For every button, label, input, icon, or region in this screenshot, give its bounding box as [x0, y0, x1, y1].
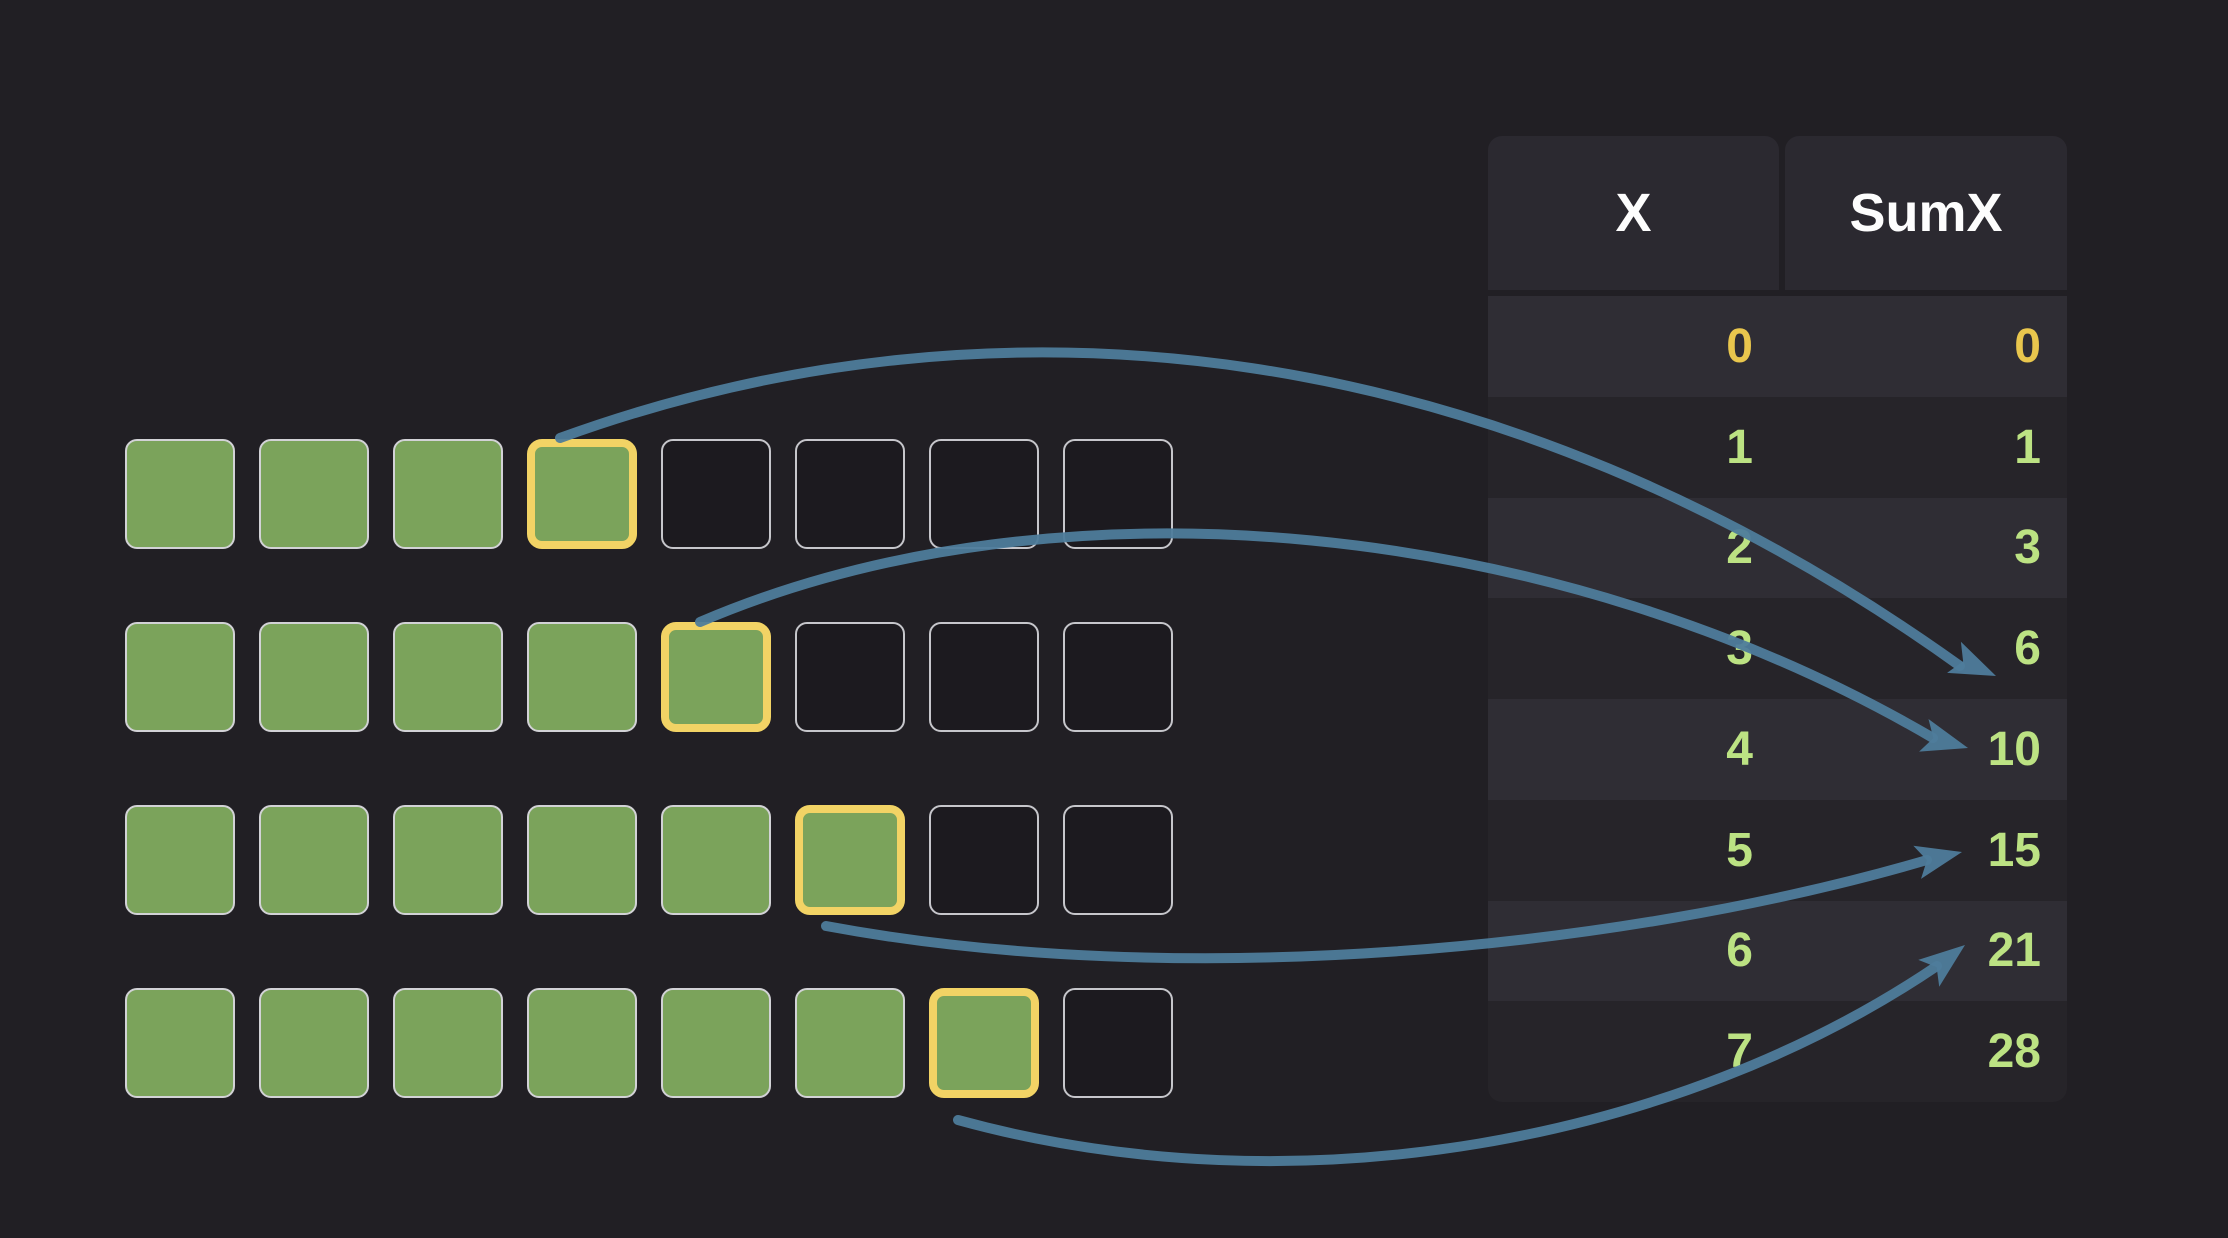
grid-square-filled	[393, 622, 503, 732]
grid-square-empty	[929, 622, 1039, 732]
grid-square-filled	[259, 805, 369, 915]
grid-square-empty	[929, 805, 1039, 915]
grid-square-empty	[661, 439, 771, 549]
table-row: 6 21	[1488, 900, 2067, 1002]
blocks-row	[125, 622, 1173, 732]
grid-square-filled	[125, 622, 235, 732]
blocks-row	[125, 439, 1173, 549]
grid-square-filled	[125, 988, 235, 1098]
sumx-value-cell: 28	[1987, 1025, 2041, 1079]
sumx-value-cell: 15	[1987, 823, 2041, 877]
x-value-cell: 2	[1726, 521, 1753, 575]
grid-square-filled	[661, 805, 771, 915]
x-value-cell: 5	[1726, 823, 1753, 877]
x-value-cell: 0	[1726, 319, 1753, 373]
grid-square-filled	[527, 622, 637, 732]
grid-square-filled	[527, 805, 637, 915]
x-value-cell: 4	[1726, 722, 1753, 776]
grid-square-highlighted	[795, 805, 905, 915]
grid-square-filled	[393, 988, 503, 1098]
sumx-value-cell: 21	[1987, 924, 2041, 978]
grid-square-empty	[795, 439, 905, 549]
table-row: 4 10	[1488, 699, 2067, 800]
grid-square-filled	[661, 988, 771, 1098]
sumx-value-cell: 10	[1987, 722, 2041, 776]
x-value-cell: 7	[1726, 1025, 1753, 1079]
grid-square-filled	[259, 622, 369, 732]
grid-square-filled	[527, 988, 637, 1098]
grid-square-filled	[125, 805, 235, 915]
grid-square-highlighted	[661, 622, 771, 732]
column-header-x: X	[1488, 136, 1779, 290]
grid-square-highlighted	[929, 988, 1039, 1098]
grid-square-filled	[393, 805, 503, 915]
x-value-cell: 1	[1726, 420, 1753, 474]
grid-square-filled	[259, 439, 369, 549]
table-header-row: X SumX	[1488, 136, 2067, 290]
blocks-row	[125, 988, 1173, 1098]
grid-square-filled	[259, 988, 369, 1098]
sumx-value-cell: 3	[2014, 521, 2041, 575]
grid-square-filled	[393, 439, 503, 549]
grid-square-filled	[125, 439, 235, 549]
grid-square-empty	[1063, 439, 1173, 549]
grid-square-empty	[1063, 988, 1173, 1098]
grid-square-highlighted	[527, 439, 637, 549]
grid-square-empty	[1063, 805, 1173, 915]
blocks-row	[125, 805, 1173, 915]
column-header-sumx: SumX	[1785, 136, 2067, 290]
grid-square-empty	[1063, 622, 1173, 732]
x-value-cell: 3	[1726, 622, 1753, 676]
table-row: 5 15	[1488, 799, 2067, 901]
sumx-value-cell: 1	[2014, 420, 2041, 474]
x-value-cell: 6	[1726, 924, 1753, 978]
grid-square-empty	[795, 622, 905, 732]
table-row: 7 28	[1488, 1001, 2067, 1102]
sumx-value-cell: 0	[2014, 319, 2041, 373]
grid-square-empty	[929, 439, 1039, 549]
sumx-value-cell: 6	[2014, 622, 2041, 676]
grid-square-filled	[795, 988, 905, 1098]
